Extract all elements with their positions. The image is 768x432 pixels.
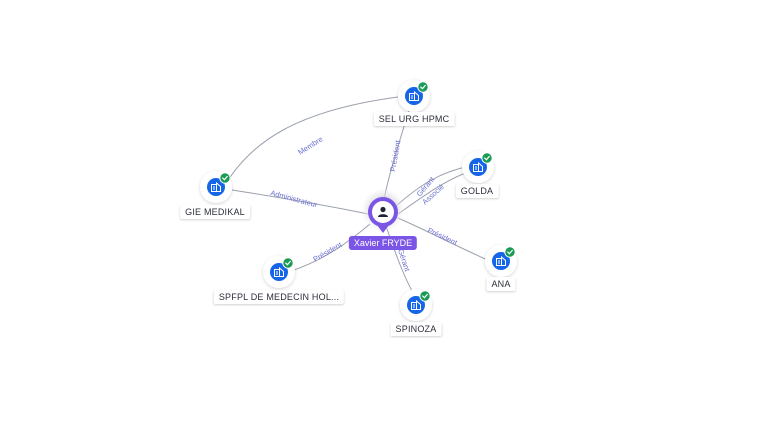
company-label-sel-urg-hpmc[interactable]: SEL URG HPMC [373,112,455,126]
company-node-spfpl[interactable] [263,256,295,288]
company-node-golda[interactable] [462,151,494,183]
building-icon [409,90,419,101]
check-badge-icon [219,172,231,184]
company-node-ana[interactable] [485,245,517,277]
company-label-spfpl[interactable]: SPFPL DE MEDECIN HOL... [213,290,345,304]
check-badge-icon [481,152,493,164]
company-node-sel-urg-hpmc[interactable] [398,80,430,112]
person-node[interactable] [361,188,405,233]
check-badge-icon [504,246,516,258]
edge-label-president-ana: Président [426,226,459,248]
edge-label-membre: Membre [296,134,324,156]
company-label-golda[interactable]: GOLDA [455,184,499,198]
company-node-spinoza[interactable] [400,289,432,321]
edge-center-golda-1 [395,165,471,207]
edge-label-administrateur: Administrateur [269,188,319,209]
company-label-spinoza[interactable]: SPINOZA [390,322,442,336]
company-node-gie-medikal[interactable] [200,171,232,203]
edge-center-spfpl [287,223,371,273]
edge-center-gie [231,189,369,215]
check-badge-icon [282,257,294,269]
edge-center-ana [397,217,493,263]
edge-label-president-spfpl: Président [312,240,345,264]
person-name-label[interactable]: Xavier FRYDE [348,236,418,250]
company-label-ana[interactable]: ANA [486,277,516,291]
edge-gie-sel [221,96,399,191]
edge-label-president-sel: Président [388,139,403,173]
building-icon [274,266,284,277]
building-icon [473,161,483,172]
building-icon [211,181,221,192]
check-badge-icon [417,81,429,93]
building-icon [411,299,421,310]
building-icon [496,255,506,266]
check-badge-icon [419,290,431,302]
person-icon [378,206,388,217]
company-label-gie-medikal[interactable]: GIE MEDIKAL [180,205,250,219]
